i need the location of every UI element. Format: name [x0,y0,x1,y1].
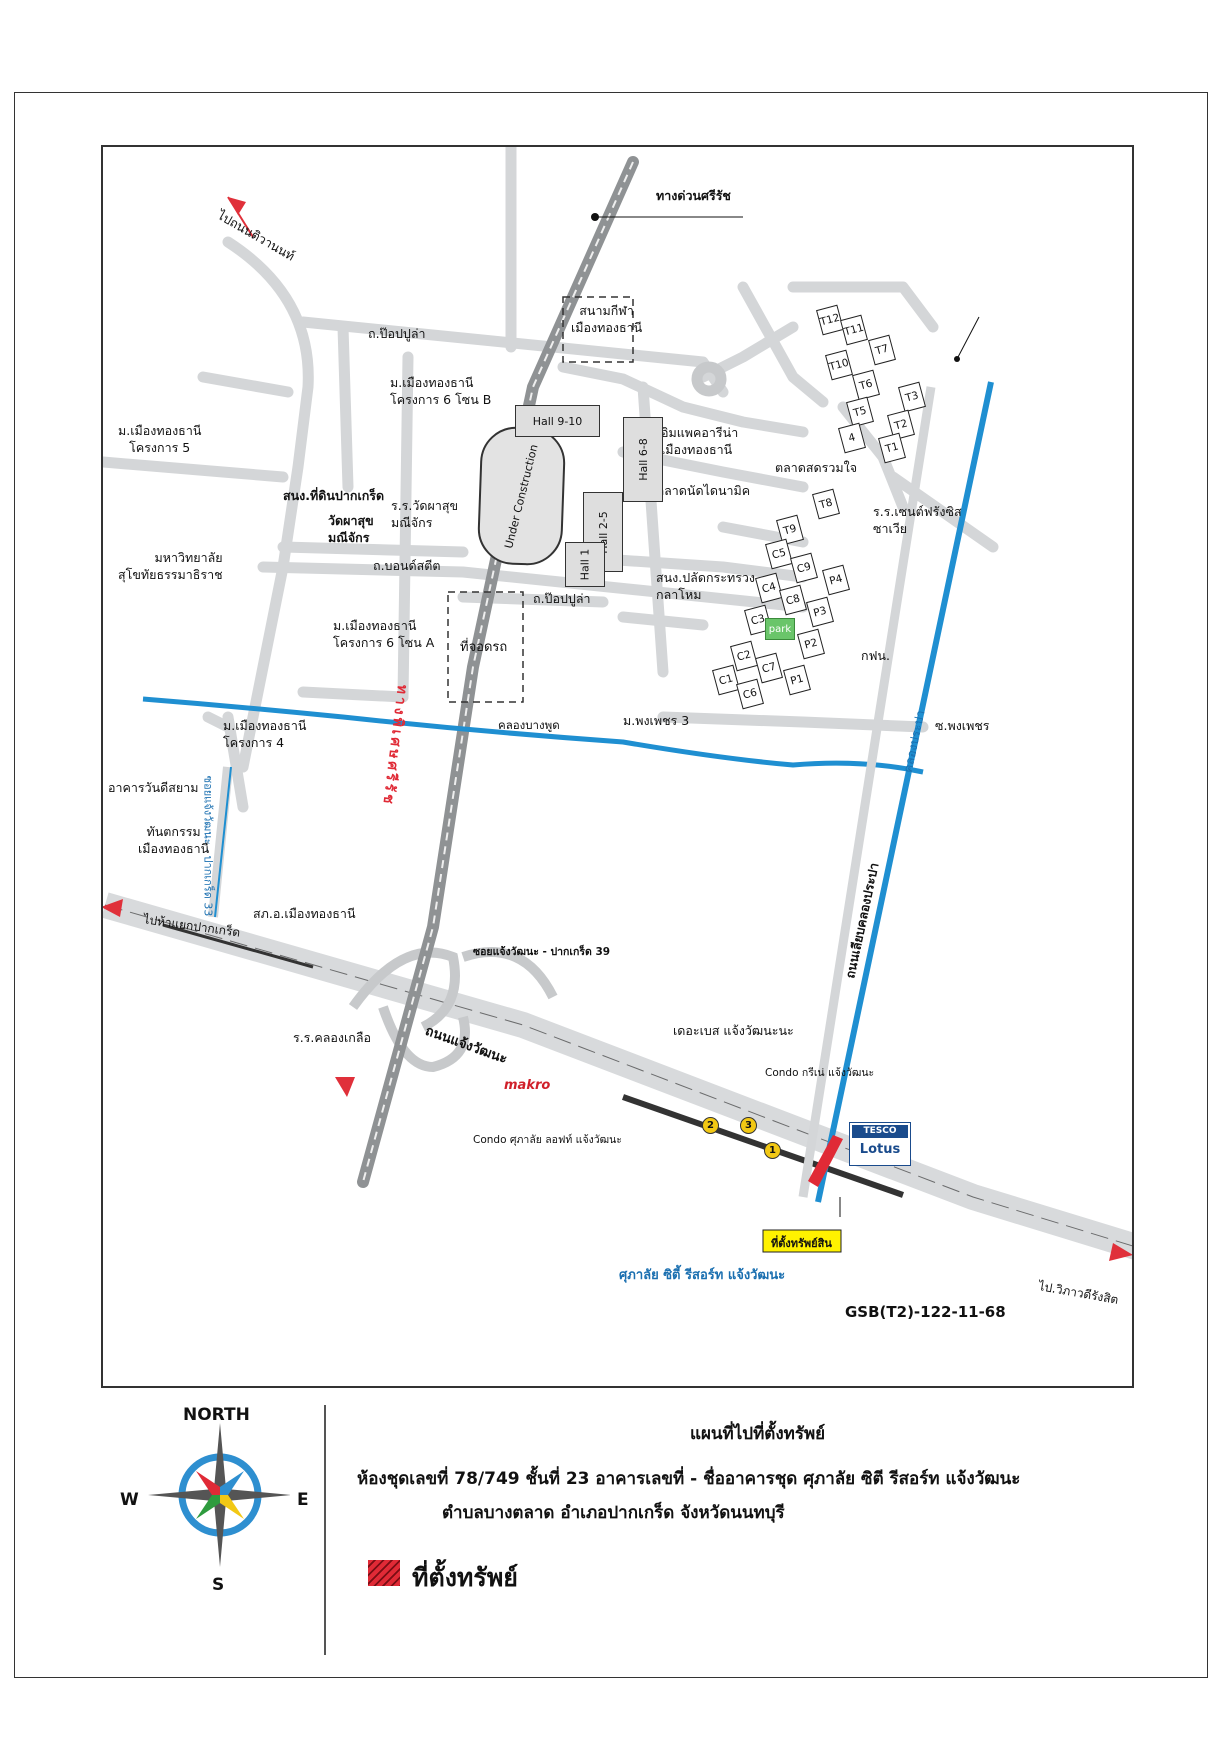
label-muang-5: ม.เมืองทองธานี โครงการ 5 [118,423,202,455]
canal-bangphut [142,696,924,775]
label-impact: อิมแพคอารีน่า เมืองทองธานี [661,425,739,457]
ring-road [691,361,727,397]
label-wat: วัดผาสุข มณีจักร [328,513,374,545]
under-construction: Under Construction [476,425,567,567]
label-bond-street: ถ.บอนด์สตีต [373,558,441,573]
label-stadium: สนามกีฬา เมืองทองธานี [571,303,643,335]
label-market: ตลาดสดรวมใจ [775,460,858,475]
legend-line-1: ห้องชุดเลขที่ 78/749 ชั้นที่ 23 อาคารเลข… [357,1469,1021,1489]
label-dental: ทันตกรรม เมืองทองธานี [138,824,210,856]
label-st-francis: ร.ร.เซนต์ฟรังซิส ซาเวีย [873,504,962,536]
label-muang-4: ม.เมืองทองธานี โครงการ 4 [223,718,307,750]
interchange [348,947,558,1073]
bts-viaduct [622,1094,904,1198]
page-frame [14,92,1208,1678]
chaeng-wattana-road [103,892,1132,1260]
label-property-callout: ที่ตั้งทรัพย์สิน [771,1237,832,1250]
compass-rose [148,1423,290,1567]
label-university: มหาวิทยาลัย สุโขทัยธรรมาธิราช [118,550,223,582]
label-ministry: สนง.ปลัดกระทรวง กลาโหม [656,570,756,602]
compass-west: W [120,1490,139,1510]
label-muang-a: ม.เมืองทองธานี โครงการ 6 โซน A [333,618,435,650]
arrow-south-expressway [335,1077,355,1097]
location-map[interactable]: ทางด่วนศรีรัช ถ.ป๊อปปูล่า ถ.ป๊อปปูล่า ถ.… [101,145,1134,1388]
label-the-base: เดอะเบส แจ้งวัฒนะนะ [673,1023,794,1038]
map-code: GSB(T2)-122-11-68 [845,1303,1006,1321]
label-pop-upla-north: ถ.ป๊อปปูล่า [368,326,426,341]
arrow-vibhavadi [1109,1243,1132,1261]
park: park [765,618,795,640]
makro-logo: makro [504,1078,551,1093]
legend-property-swatch [368,1560,400,1586]
label-dynamic-market: ตลาดนัดไดนามิค [656,483,751,498]
hall-4: Hall 1 [565,542,605,587]
hall-1: Hall 9-10 [515,405,600,437]
label-pop-upla-south: ถ.ป๊อปปูล่า [533,591,591,606]
marker-2[interactable]: 2 [702,1117,719,1134]
label-parking: ที่จอดรถ [460,640,508,655]
legend-line-2: ตำบลบางตลาด อำเภอปากเกร็ด จังหวัดนนทบุรี [442,1503,785,1523]
dashed-areas [447,296,634,703]
compass-south: S [212,1575,225,1595]
label-expressway: ทางด่วนศรีรัช [656,188,731,203]
marker-3[interactable]: 3 [740,1117,757,1134]
arrow-pakkret [103,899,123,917]
property-marker[interactable] [808,1135,843,1187]
label-canal-bangphut: คลองบางพูด [498,718,560,732]
label-muang-b: ม.เมืองทองธานี โครงการ 6 โซน B [390,375,492,407]
hall-2: Hall 6-8 [623,417,663,502]
label-condo-green: Condo กรีเน่ แจ้งวัฒนะ [765,1067,875,1079]
label-school-wat: ร.ร.วัดผาสุข มณีจักร [391,498,459,530]
label-soi-phongphet: ซ.พงเพชร [935,718,990,733]
canal-prapa [815,381,994,1203]
compass-north: NORTH [183,1405,250,1425]
compass-east: E [297,1490,309,1510]
label-wanit-building: อาคารวันดีสยาม [108,780,199,795]
label-kfn: กฟน. [861,648,890,663]
marker-1[interactable]: 1 [764,1142,781,1159]
tesco-lotus-logo: TESCO Lotus [849,1122,911,1166]
label-soi-39: ซอยแจ้งวัฒนะ - ปากเกร็ด 39 [473,946,611,958]
label-land-office: สนง.ที่ดินปากเกร็ด [283,488,385,503]
label-phongphet: ม.พงเพชร 3 [623,713,690,728]
label-condo-loft: Condo ศุภาลัย ลอฟท์ แจ้งวัฒนะ [473,1134,622,1146]
legend-property-label: ที่ตั้งทรัพย์ [412,1563,518,1592]
label-project: ศุภาลัย ซิตี้ รีสอร์ท แจ้งวัฒนะ [619,1268,786,1283]
legend-title: แผนที่ไปที่ตั้งทรัพย์ [690,1424,826,1444]
label-police: สภ.อ.เมืองทองธานี [253,906,356,921]
legend-divider [324,1405,326,1655]
label-school-khlong: ร.ร.คลองเกลือ [293,1030,372,1045]
canal-road [798,386,936,1198]
